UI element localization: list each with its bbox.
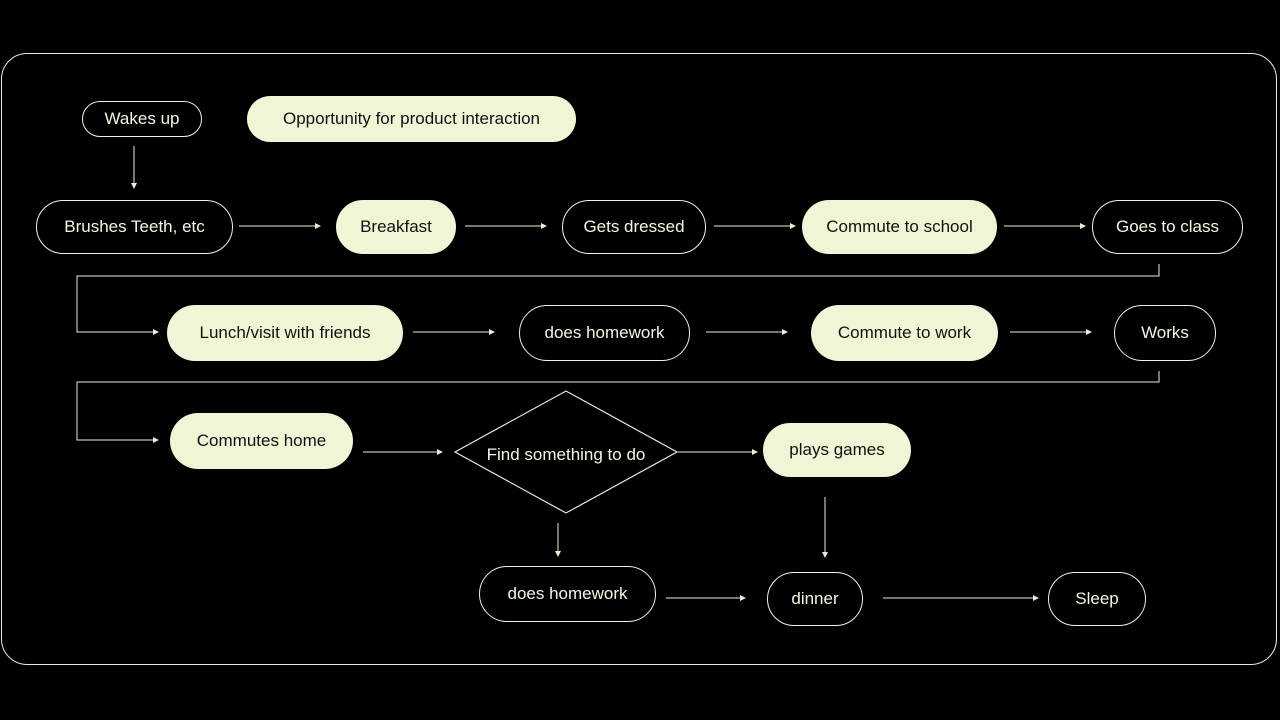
node-sleep: Sleep	[1048, 572, 1146, 626]
node-works: Works	[1114, 305, 1216, 361]
node-gets-dressed: Gets dressed	[562, 200, 706, 254]
diagram-frame	[1, 53, 1277, 665]
node-does-homework-2: does homework	[479, 566, 656, 622]
node-commute-to-school: Commute to school	[802, 200, 997, 254]
node-does-homework-1: does homework	[519, 305, 690, 361]
node-lunch-visit-with-friends: Lunch/visit with friends	[167, 305, 403, 361]
node-breakfast: Breakfast	[336, 200, 456, 254]
connector-works-to-commutes-home	[76, 371, 1160, 443]
legend-product-interaction: Opportunity for product interaction	[247, 96, 576, 142]
node-wakes-up: Wakes up	[82, 101, 202, 137]
connector-class-to-lunch	[76, 264, 1160, 335]
node-dinner: dinner	[767, 572, 863, 626]
node-plays-games: plays games	[763, 423, 911, 477]
node-find-something-to-do: Find something to do	[486, 445, 646, 464]
node-goes-to-class: Goes to class	[1092, 200, 1243, 254]
node-commutes-home: Commutes home	[170, 413, 353, 469]
decision-diamond	[453, 390, 679, 514]
node-brushes-teeth: Brushes Teeth, etc	[36, 200, 233, 254]
node-commute-to-work: Commute to work	[811, 305, 998, 361]
